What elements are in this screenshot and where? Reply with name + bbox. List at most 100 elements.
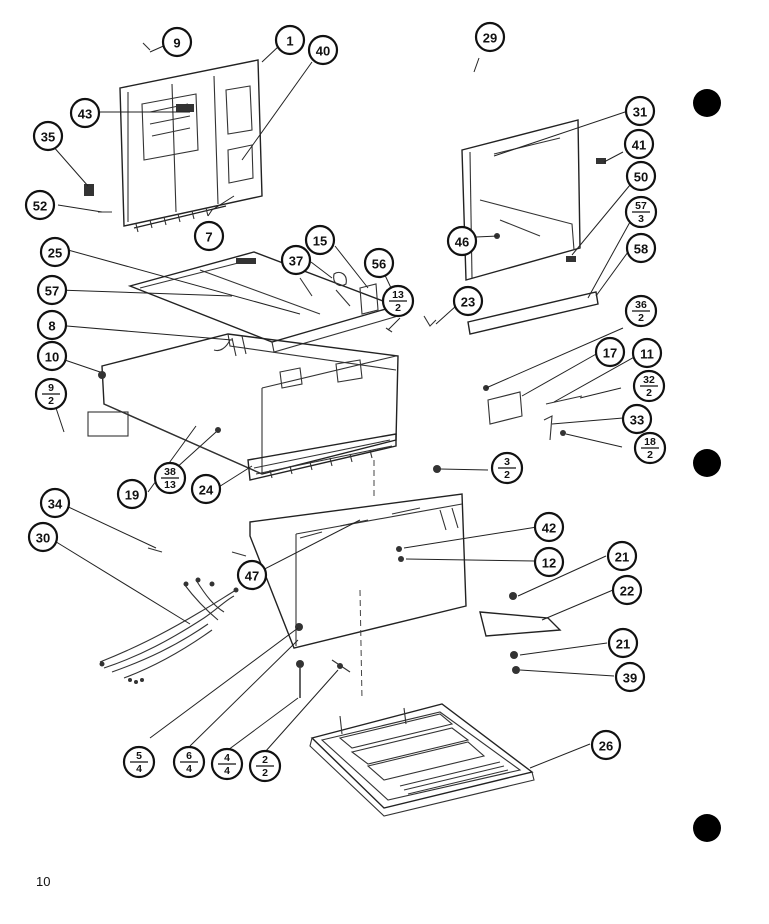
callout-quantity: 2	[48, 395, 54, 407]
callout-circle	[474, 21, 506, 53]
callout-number: 52	[33, 199, 47, 214]
callout-circle	[624, 95, 656, 127]
callout-19: 19	[116, 478, 148, 510]
callout-52: 52	[24, 189, 56, 221]
callout-32-2: 322	[632, 369, 666, 403]
callout-circle	[446, 225, 478, 257]
callout-number: 4	[224, 752, 230, 764]
callout-quantity: 2	[504, 469, 510, 481]
callout-22: 22	[611, 574, 643, 606]
callout-number: 50	[634, 170, 648, 185]
callout-9-2: 92	[34, 377, 68, 411]
callout-57: 57	[36, 274, 68, 306]
base-pan	[309, 703, 535, 817]
callout-number: 7	[205, 230, 212, 245]
binder-hole-middle	[693, 449, 721, 477]
callout-35: 35	[32, 120, 64, 152]
callout-circle	[533, 511, 565, 543]
callout-circle	[452, 285, 484, 317]
callout-quantity: 2	[638, 312, 644, 324]
callout-quantity: 2	[395, 302, 401, 314]
callout-circle	[631, 337, 663, 369]
callout-number: 38	[164, 466, 176, 478]
callout-quantity: 2	[646, 387, 652, 399]
callout-8: 8	[36, 309, 68, 341]
callout-25: 25	[39, 236, 71, 268]
callout-number: 42	[542, 521, 556, 536]
callout-quantity: 4	[136, 763, 142, 775]
side-rails	[467, 291, 599, 441]
callout-number: 36	[635, 299, 647, 311]
callout-number: 46	[455, 235, 469, 250]
side-panel-right	[461, 119, 606, 281]
main-cabinet	[87, 333, 399, 481]
callout-circle	[606, 540, 638, 572]
callout-number: 6	[186, 750, 192, 762]
callout-number: 43	[78, 107, 92, 122]
callout-number: 15	[313, 234, 327, 249]
wiring-harness	[99, 577, 239, 684]
callout-number: 39	[623, 671, 637, 686]
callout-24: 24	[190, 473, 222, 505]
callout-29: 29	[474, 21, 506, 53]
callout-number: 2	[262, 754, 268, 766]
callout-number: 25	[48, 246, 62, 261]
lower-chassis	[231, 465, 467, 649]
callout-circle	[32, 120, 64, 152]
small-brackets	[333, 271, 437, 333]
callout-5-4: 54	[122, 745, 156, 779]
callout-quantity: 2	[647, 449, 653, 461]
callout-23: 23	[452, 285, 484, 317]
callout-57-3: 573	[624, 195, 658, 229]
callout-number: 3	[504, 456, 510, 468]
callout-number: 12	[542, 556, 556, 571]
callout-4-4: 44	[210, 747, 244, 781]
callout-circle	[623, 128, 655, 160]
callout-circle	[161, 26, 193, 58]
callout-13-2: 132	[381, 284, 415, 318]
callout-circle	[36, 309, 68, 341]
callout-circle	[27, 521, 59, 553]
callout-quantity: 4	[186, 763, 192, 775]
callout-50: 50	[625, 160, 657, 192]
callout-42: 42	[533, 511, 565, 543]
callout-40: 40	[307, 34, 339, 66]
callout-circle	[236, 559, 268, 591]
callout-2-2: 22	[248, 749, 282, 783]
callout-56: 56	[363, 247, 395, 279]
callout-circle	[190, 473, 222, 505]
callout-31: 31	[624, 95, 656, 127]
callout-12: 12	[533, 546, 565, 578]
callout-circle	[304, 224, 336, 256]
callout-7: 7	[193, 220, 225, 252]
callout-circle	[533, 546, 565, 578]
callout-circle	[621, 403, 653, 435]
control-panel	[84, 42, 263, 233]
callout-15: 15	[304, 224, 336, 256]
callout-46: 46	[446, 225, 478, 257]
callout-circle	[280, 244, 312, 276]
callout-number: 21	[615, 550, 629, 565]
callout-circle	[611, 574, 643, 606]
callout-number: 40	[316, 44, 330, 59]
callout-number: 13	[392, 289, 404, 301]
callout-41: 41	[623, 128, 655, 160]
callout-number: 41	[632, 138, 646, 153]
callout-number: 21	[616, 637, 630, 652]
callout-number: 23	[461, 295, 475, 310]
callout-33: 33	[621, 403, 653, 435]
callout-number: 9	[173, 36, 180, 51]
callout-circle	[24, 189, 56, 221]
callout-number: 57	[635, 200, 647, 212]
callout-number: 30	[36, 531, 50, 546]
callout-number: 34	[48, 497, 63, 512]
part-drawings	[84, 42, 606, 817]
callout-37: 37	[280, 244, 312, 276]
callout-1: 1	[274, 24, 306, 56]
callout-10: 10	[36, 340, 68, 372]
callout-circle	[36, 340, 68, 372]
callout-number: 18	[644, 436, 656, 448]
callout-number: 10	[45, 350, 59, 365]
